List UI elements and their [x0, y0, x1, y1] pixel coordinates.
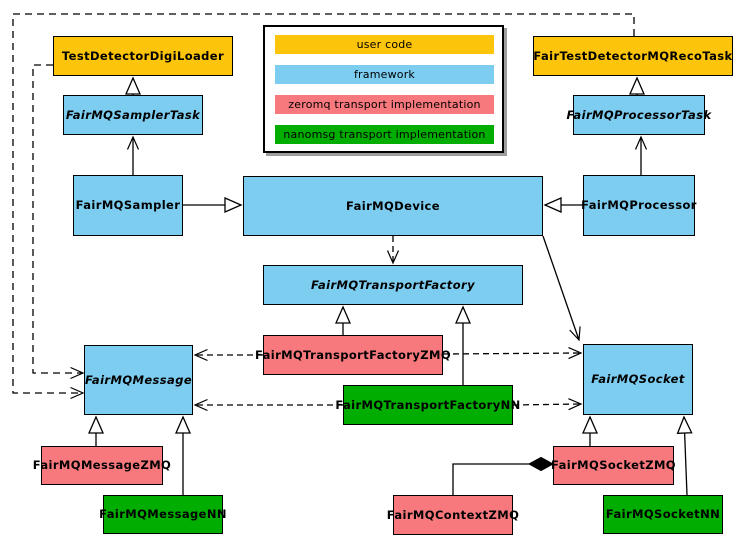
legend-item-user-code: user code — [275, 35, 494, 54]
class-box-testdetectordigiloader: TestDetectorDigiLoader — [53, 36, 233, 76]
legend: user code framework zeromq transport imp… — [263, 25, 504, 153]
class-box-fairmqsampler: FairMQSampler — [73, 175, 183, 236]
class-box-fairmqprocessor: FairMQProcessor — [581, 175, 696, 236]
class-box-fairmqmessagezmq: FairMQMessageZMQ — [33, 446, 171, 485]
class-box-fairmqprocessortask: FairMQProcessorTask — [567, 95, 711, 135]
class-box-fairmqsocket: FairMQSocket — [583, 344, 693, 415]
class-box-fairmqdevice: FairMQDevice — [243, 176, 543, 236]
composition-diamond-icon — [527, 456, 555, 472]
edge-socketnn-socket — [676, 415, 693, 496]
class-box-fairmqsamplertask: FairMQSamplerTask — [63, 95, 203, 135]
edge-digiloader-message-dashed — [32, 64, 85, 380]
legend-item-zeromq: zeromq transport implementation — [275, 95, 494, 114]
class-box-fairtestdetectormqrecotask: FairTestDetectorMQRecoTask — [533, 36, 733, 76]
class-box-fairmqtransportfactorynn: FairMQTransportFactoryNN — [335, 385, 520, 425]
edge-device-socket — [542, 235, 581, 342]
class-box-fairmqmessagenn: FairMQMessageNN — [99, 495, 226, 534]
class-box-fairmqsocketnn: FairMQSocketNN — [603, 495, 723, 534]
class-box-fairmqsocketzmq: FairMQSocketZMQ — [551, 446, 676, 485]
legend-item-framework: framework — [275, 65, 494, 84]
class-box-fairmqtransportfactory: FairMQTransportFactory — [263, 265, 523, 305]
class-box-fairmqmessage: FairMQMessage — [84, 345, 193, 415]
legend-item-nanomsg: nanomsg transport implementation — [275, 125, 494, 144]
edge-factorynn-socket-dashed — [512, 398, 583, 411]
edge-contextzmq-socketzmq-composition — [452, 456, 555, 495]
edge-recotask-message-dashed — [12, 13, 635, 400]
edge-factoryzmq-socket-dashed — [442, 347, 583, 360]
class-box-fairmqcontextzmq: FairMQContextZMQ — [387, 495, 519, 535]
class-box-fairmqtransportfactoryzmq: FairMQTransportFactoryZMQ — [255, 335, 451, 375]
